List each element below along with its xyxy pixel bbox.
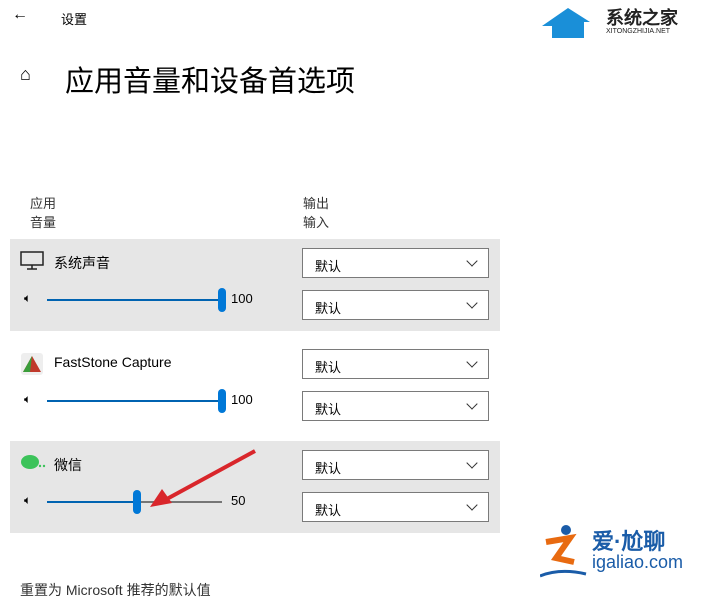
speaker-icon[interactable]: 🔈︎ [24,291,32,305]
app-name: FastStone Capture [54,354,172,370]
watermark-subtext: XITONGZHIJIA.NET [606,28,671,35]
dropdown-value: 默认 [315,402,342,417]
window-title: 设置 [61,12,88,27]
app-name: 系统声音 [54,255,110,271]
input-device-dropdown[interactable]: 默认 [302,391,489,421]
column-input: 输入 [303,215,330,230]
dropdown-value: 默认 [315,259,342,274]
monitor-icon [20,251,44,271]
watermark-text: 系统之家 [606,8,678,28]
output-device-dropdown[interactable]: 默认 [302,349,489,379]
app-row: 微信 🔈︎ 50 默认 默认 [10,441,500,533]
input-device-dropdown[interactable]: 默认 [302,492,489,522]
chevron-down-icon [466,398,478,410]
dropdown-value: 默认 [315,461,342,476]
reset-defaults-link[interactable]: 重置为 Microsoft 推荐的默认值 [20,582,211,598]
app-name: 微信 [54,457,82,473]
column-app: 应用 [30,196,57,211]
watermark-subtext: igaliao.com [592,552,684,572]
volume-slider[interactable] [47,490,222,514]
house-logo-icon [542,8,590,38]
faststone-icon [20,352,44,375]
app-row: FastStone Capture 🔈︎ 100 默认 默认 [10,340,500,432]
speaker-icon[interactable]: 🔈︎ [24,493,32,507]
watermark-logo-top: 系统之家 XITONGZHIJIA.NET [540,4,690,40]
column-volume: 音量 [30,215,57,230]
speaker-icon[interactable]: 🔈︎ [24,392,32,406]
red-arrow-annotation [150,449,256,507]
chevron-down-icon [466,356,478,368]
watermark-logo-bottom: 爱·尬聊 igaliao.com [539,522,700,582]
slider-thumb[interactable] [132,490,141,514]
volume-value: 100 [231,392,253,407]
column-output: 输出 [303,196,330,211]
home-icon[interactable]: ⌂ [20,64,31,84]
dropdown-value: 默认 [315,301,342,316]
app-row: 系统声音 🔈︎ 100 默认 默认 [10,239,500,331]
volume-value: 100 [231,291,253,306]
back-button[interactable]: ← [12,6,28,23]
volume-slider[interactable] [47,389,226,413]
dropdown-value: 默认 [315,360,342,375]
volume-slider[interactable] [47,288,226,312]
chevron-down-icon [466,457,478,469]
volume-value: 50 [231,493,246,508]
slider-fill [47,400,222,402]
slider-fill [47,501,135,503]
input-device-dropdown[interactable]: 默认 [302,290,489,320]
wechat-icon [20,453,46,473]
runner-logo-icon [539,525,587,578]
slider-fill [47,299,222,301]
watermark-text: 爱·尬聊 [592,529,666,554]
dropdown-value: 默认 [315,503,342,518]
page-title: 应用音量和设备首选项 [65,66,356,98]
chevron-down-icon [466,297,478,309]
chevron-down-icon [466,499,478,511]
output-device-dropdown[interactable]: 默认 [302,248,489,278]
slider-thumb[interactable] [218,288,226,312]
slider-thumb[interactable] [218,389,226,413]
chevron-down-icon [466,255,478,267]
output-device-dropdown[interactable]: 默认 [302,450,489,480]
